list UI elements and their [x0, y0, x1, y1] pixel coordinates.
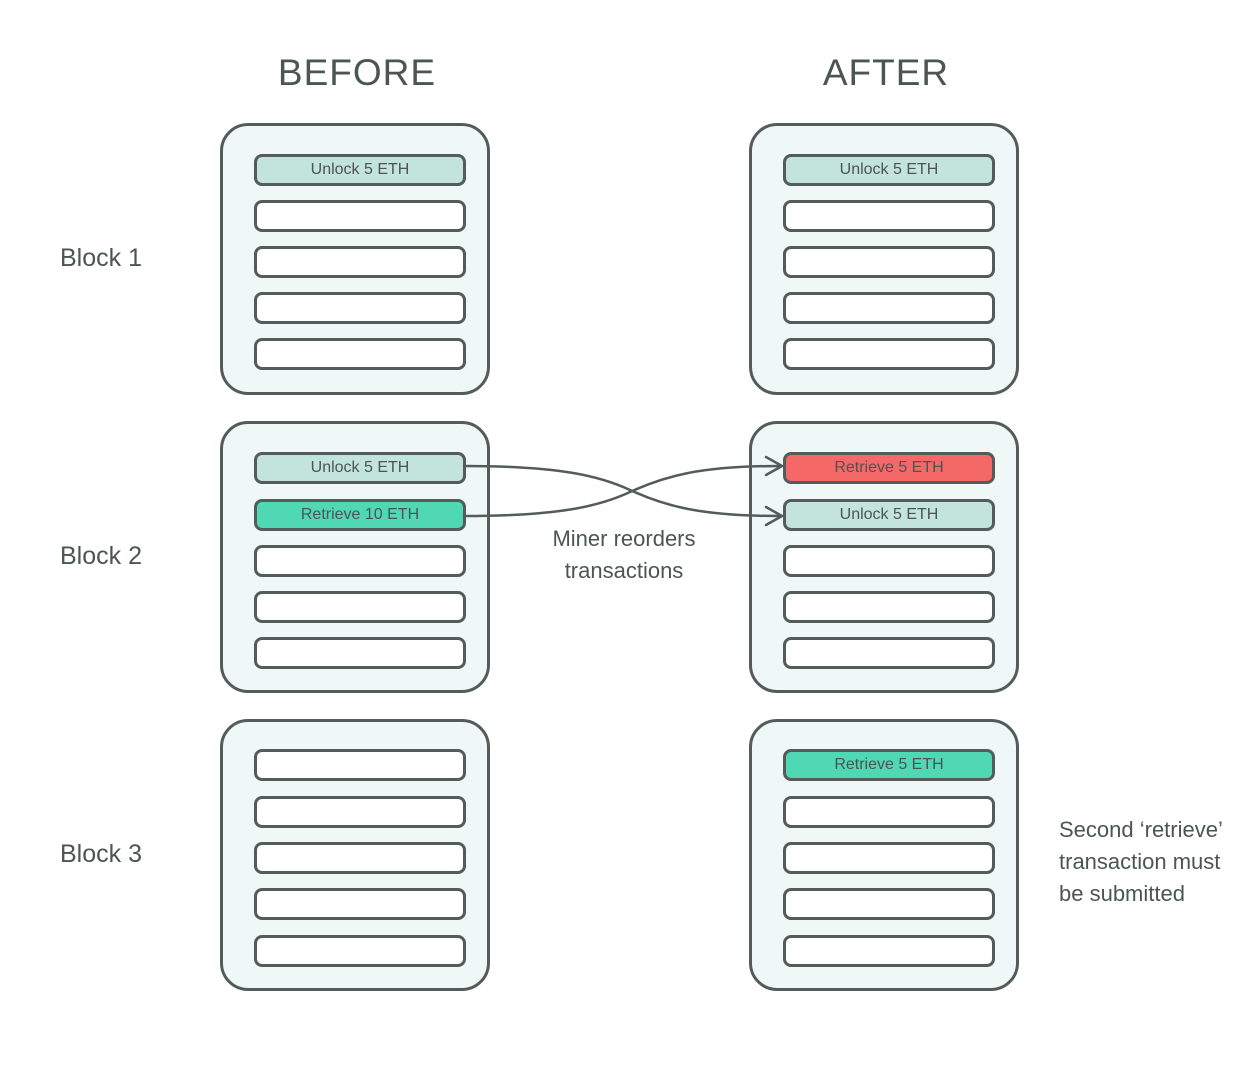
tx-empty-slot [254, 292, 466, 324]
row-label-block-1: Block 1 [60, 244, 142, 272]
tx-empty-slot [254, 842, 466, 874]
tx-empty-slot [783, 246, 995, 278]
tx-empty-slot [783, 796, 995, 828]
row-label-block-3: Block 3 [60, 840, 142, 868]
tx-empty-slot [783, 292, 995, 324]
tx-empty-slot [254, 637, 466, 669]
tx-empty-slot [783, 545, 995, 577]
tx-empty-slot [254, 888, 466, 920]
tx-empty-slot [783, 935, 995, 967]
tx-empty-slot [254, 591, 466, 623]
tx-empty-slot [254, 545, 466, 577]
miner-reorders-note: Miner reorders transactions [524, 523, 724, 587]
second-retrieve-note: Second ‘retrieve’ transaction must be su… [1059, 814, 1249, 910]
tx-empty-slot [783, 338, 995, 370]
tx-empty-slot [783, 842, 995, 874]
tx-empty-slot [783, 200, 995, 232]
before-header: BEFORE [277, 52, 437, 93]
tx-empty-slot [254, 200, 466, 232]
note-line: Miner reorders [552, 526, 696, 551]
tx-empty-slot [254, 796, 466, 828]
tx-unlock: Unlock 5 ETH [783, 499, 995, 531]
note-line: transaction must [1059, 849, 1221, 874]
note-line: transactions [564, 558, 684, 583]
after-block-1: Unlock 5 ETH [749, 123, 1019, 395]
tx-retrieve: Retrieve 10 ETH [254, 499, 466, 531]
tx-empty-slot [783, 888, 995, 920]
tx-empty-slot [254, 246, 466, 278]
tx-unlock: Unlock 5 ETH [254, 154, 466, 186]
note-line: be submitted [1059, 881, 1185, 906]
after-block-3: Retrieve 5 ETH [749, 719, 1019, 991]
tx-retrieve: Retrieve 5 ETH [783, 749, 995, 781]
tx-retrieve-failed: Retrieve 5 ETH [783, 452, 995, 484]
before-block-2: Unlock 5 ETH Retrieve 10 ETH [220, 421, 490, 693]
arrow-unlock-to-second [462, 464, 782, 518]
note-line: Second ‘retrieve’ [1059, 817, 1223, 842]
tx-unlock: Unlock 5 ETH [783, 154, 995, 186]
tx-empty-slot [783, 591, 995, 623]
after-block-2: Retrieve 5 ETH Unlock 5 ETH [749, 421, 1019, 693]
arrow-retrieve-to-first [462, 464, 782, 518]
before-block-1: Unlock 5 ETH [220, 123, 490, 395]
tx-empty-slot [783, 637, 995, 669]
after-header: AFTER [822, 52, 950, 93]
row-label-block-2: Block 2 [60, 542, 142, 570]
tx-empty-slot [254, 338, 466, 370]
before-block-3 [220, 719, 490, 991]
tx-empty-slot [254, 749, 466, 781]
tx-unlock: Unlock 5 ETH [254, 452, 466, 484]
tx-empty-slot [254, 935, 466, 967]
